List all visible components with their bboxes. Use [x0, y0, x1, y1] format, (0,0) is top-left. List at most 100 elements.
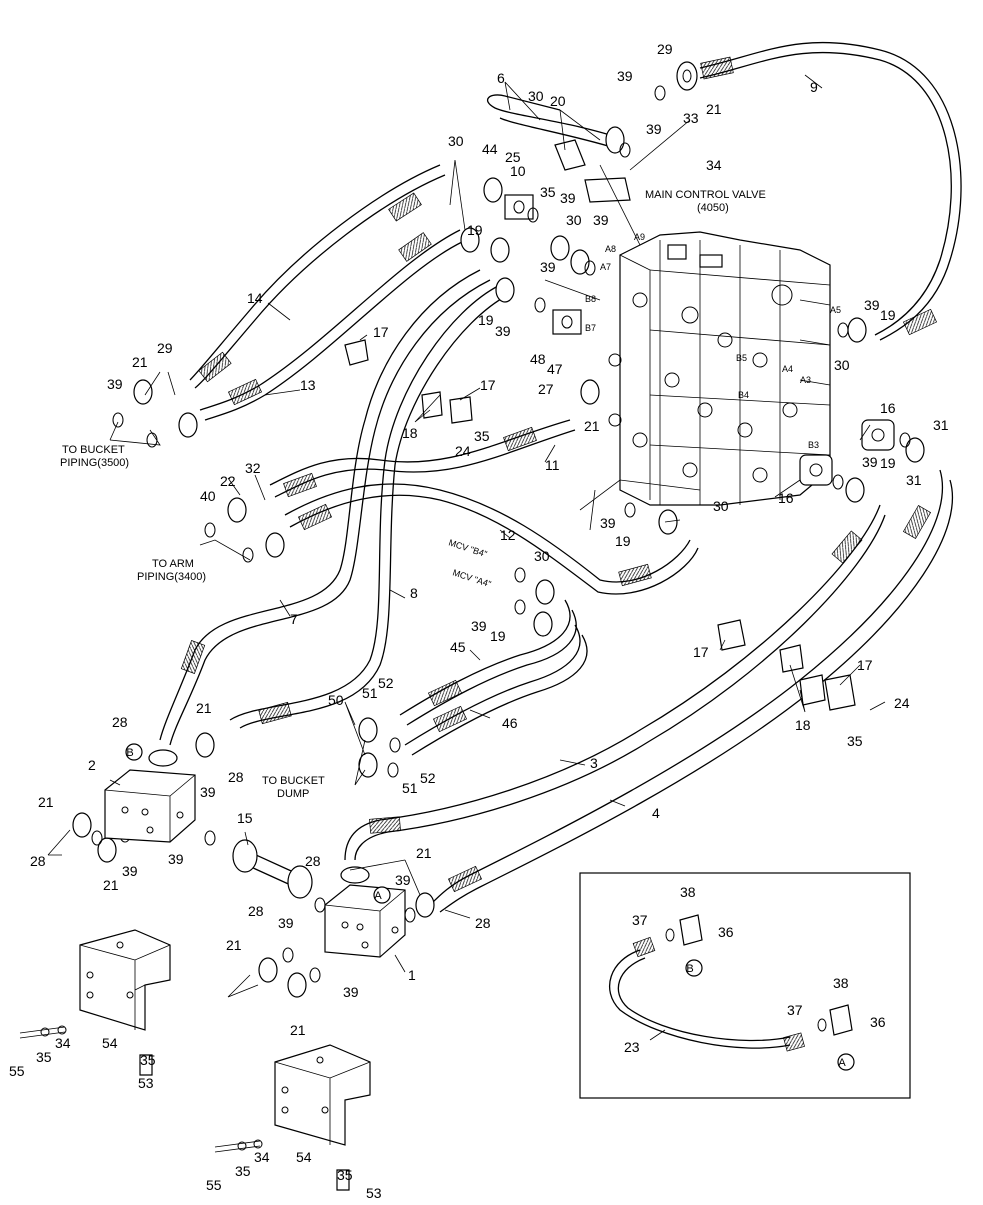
part-number: 18 — [795, 717, 811, 733]
part-number: 21 — [226, 937, 242, 953]
part-number: 21 — [706, 101, 722, 117]
part-number: 16 — [778, 490, 794, 506]
part-number: 21 — [290, 1022, 306, 1038]
part-number: 21 — [416, 845, 432, 861]
part-number: 39 — [646, 121, 662, 137]
part-number: 52 — [420, 770, 436, 786]
port-label: A3 — [800, 375, 811, 385]
part-number: 14 — [247, 290, 263, 306]
main-valve-code: (4050) — [697, 202, 729, 214]
note-bucket-piping-2: PIPING(3500) — [60, 457, 129, 469]
part-number: 39 — [617, 68, 633, 84]
part-number: 34 — [706, 157, 722, 173]
port-label: A7 — [600, 262, 611, 272]
part-number: 10 — [510, 163, 526, 179]
part-number: 30 — [534, 548, 550, 564]
part-number: 28 — [305, 853, 321, 869]
part-number: 18 — [402, 425, 418, 441]
part-number: 35 — [337, 1167, 353, 1183]
callout-markers — [125, 743, 855, 1071]
part-number: 54 — [102, 1035, 118, 1051]
part-number: 47 — [547, 361, 563, 377]
part-number: 38 — [833, 975, 849, 991]
part-number: 30 — [713, 498, 729, 514]
part-number: 6 — [497, 70, 505, 86]
part-number: 35 — [235, 1163, 251, 1179]
part-number: 39 — [600, 515, 616, 531]
port-label: A9 — [634, 232, 645, 242]
manifold-block-1 — [324, 884, 406, 958]
part-number: 13 — [300, 377, 316, 393]
part-number: 39 — [560, 190, 576, 206]
part-number: 34 — [55, 1035, 71, 1051]
part-number: 32 — [245, 460, 261, 476]
manifold-block-2 — [104, 769, 196, 843]
part-number: 29 — [157, 340, 173, 356]
part-number: 34 — [254, 1149, 270, 1165]
port-label: B3 — [808, 440, 819, 450]
part-number: 31 — [933, 417, 949, 433]
part-number: 2 — [88, 757, 96, 773]
port-label: A5 — [830, 305, 841, 315]
part-number: 29 — [657, 41, 673, 57]
part-number: 22 — [220, 473, 236, 489]
part-number: 24 — [455, 443, 471, 459]
port-label: B5 — [736, 353, 747, 363]
part-number: 31 — [906, 472, 922, 488]
port-label: B7 — [585, 323, 596, 333]
part-number: 30 — [528, 88, 544, 104]
part-number: 38 — [680, 884, 696, 900]
part-number: 39 — [107, 376, 123, 392]
part-number: 19 — [880, 455, 896, 471]
part-number: 17 — [693, 644, 709, 660]
note-arm-piping-2: PIPING(3400) — [137, 571, 206, 583]
part-number: 23 — [624, 1039, 640, 1055]
part-number: 39 — [395, 872, 411, 888]
part-number: 8 — [410, 585, 418, 601]
part-number: 39 — [168, 851, 184, 867]
callout-b: B — [686, 963, 693, 975]
part-number: 21 — [584, 418, 600, 434]
port-label: A4 — [782, 364, 793, 374]
callout-a: A — [374, 890, 382, 902]
part-number: 28 — [228, 769, 244, 785]
part-number: 44 — [482, 141, 498, 157]
part-number: 35 — [140, 1052, 156, 1068]
part-number: 40 — [200, 488, 216, 504]
note-mcv-a4: MCV "A4" — [451, 567, 492, 589]
leader-lines — [47, 74, 886, 1041]
part-number: 30 — [566, 212, 582, 228]
part-number: 35 — [36, 1049, 52, 1065]
part-number: 45 — [450, 639, 466, 655]
part-number: 21 — [196, 700, 212, 716]
main-control-valve — [608, 231, 831, 506]
detail-inset — [579, 872, 911, 1099]
fittings — [72, 61, 925, 998]
part-number: 37 — [632, 912, 648, 928]
part-number: 53 — [138, 1075, 154, 1091]
part-number: 15 — [237, 810, 253, 826]
part-number: 39 — [343, 984, 359, 1000]
callout-a: A — [838, 1057, 846, 1069]
pipe-15 — [232, 839, 313, 899]
part-number: 30 — [834, 357, 850, 373]
note-bucket-piping-1: TO BUCKET — [62, 444, 125, 456]
part-number: 3 — [590, 755, 598, 771]
part-number: 30 — [448, 133, 464, 149]
bolts — [19, 1025, 350, 1191]
part-number: 46 — [502, 715, 518, 731]
part-number: 24 — [894, 695, 910, 711]
part-number: 36 — [870, 1014, 886, 1030]
part-number: 28 — [475, 915, 491, 931]
part-number: 39 — [278, 915, 294, 931]
part-number: 39 — [471, 618, 487, 634]
port-label: B4 — [738, 390, 749, 400]
part-number: 19 — [478, 312, 494, 328]
part-number: 39 — [593, 212, 609, 228]
part-number: 51 — [402, 780, 418, 796]
part-number: 27 — [538, 381, 554, 397]
part-number: 35 — [847, 733, 863, 749]
part-number: 55 — [9, 1063, 25, 1079]
part-number: 28 — [112, 714, 128, 730]
